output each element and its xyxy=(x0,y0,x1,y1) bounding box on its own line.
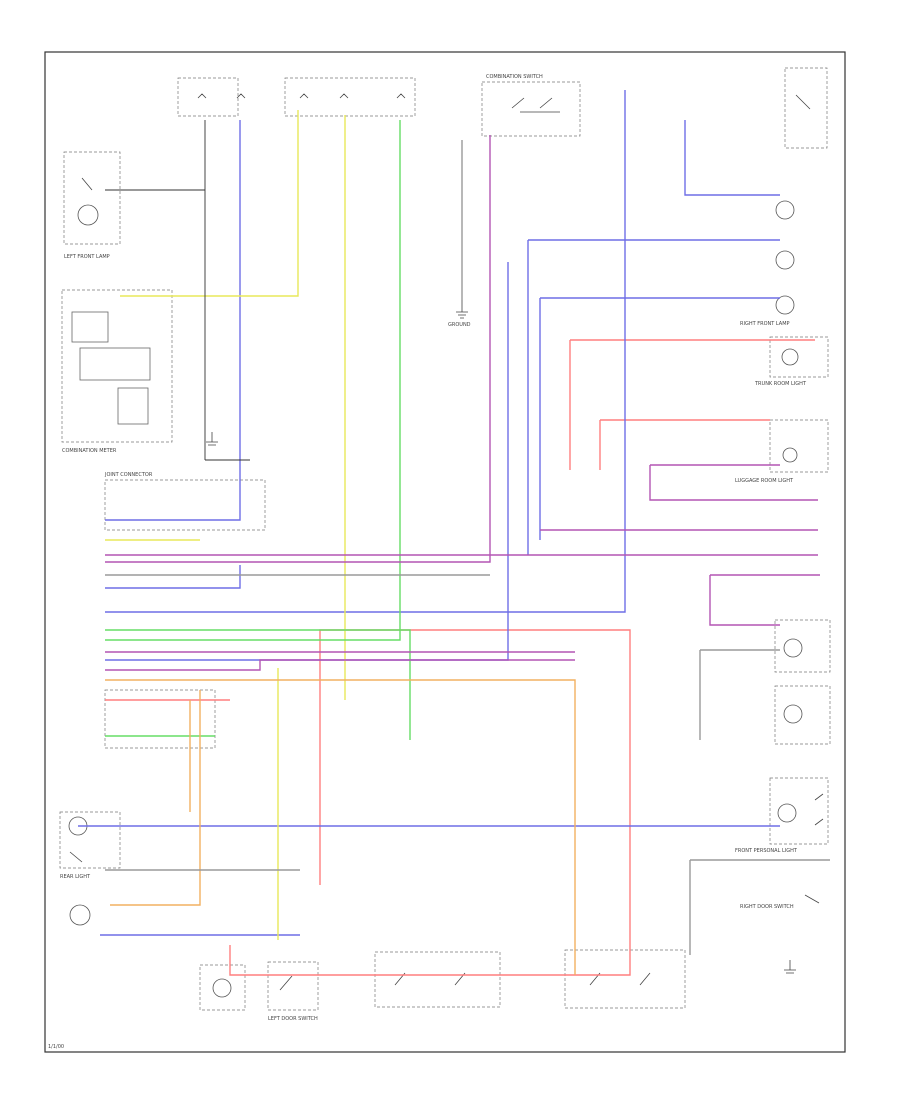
front-personal-light-switches xyxy=(814,793,824,826)
left-front-lamp-bulb xyxy=(77,204,99,226)
wire-yellow-13 xyxy=(120,110,299,297)
wire-red-1 xyxy=(599,419,770,470)
left-front-lamp-switch xyxy=(81,177,93,191)
rear-personal-bulb xyxy=(69,904,91,926)
fuse-group-2 xyxy=(284,77,416,117)
joint-connector-label: JOINT CONNECTOR xyxy=(104,472,153,478)
right-door-lamp xyxy=(783,638,803,658)
front-personal-light-bulb xyxy=(777,803,797,823)
combination-meter-box xyxy=(61,289,173,443)
wire-blue-7 xyxy=(527,239,780,555)
fuse-box-top xyxy=(177,77,416,117)
meter-element-1 xyxy=(71,311,109,343)
wire-violet-22 xyxy=(649,464,818,501)
meter-element-3 xyxy=(117,387,149,425)
trunk-room-light-label: TRUNK ROOM LIGHT xyxy=(754,381,807,387)
trunk-room-light-bulb xyxy=(781,348,799,366)
wire-orange-27 xyxy=(105,679,576,975)
combination-meter: COMBINATION METER xyxy=(61,289,173,454)
right-door-switch-label: RIGHT DOOR SWITCH xyxy=(740,904,794,910)
front-personal-light-label: FRONT PERSONAL LIGHT xyxy=(735,848,798,854)
luggage-room-light-label: LUGGAGE ROOM LIGHT xyxy=(735,478,794,484)
right-front-lamp-label: RIGHT FRONT LAMP xyxy=(740,321,790,327)
joint-connector-upper xyxy=(104,479,266,531)
right-lamp-1 xyxy=(775,200,795,220)
right-lower-switch xyxy=(804,894,820,904)
bottom-sw-2 xyxy=(267,961,319,1011)
wire-red-2 xyxy=(229,629,631,976)
left-front-lamp: LEFT FRONT LAMP xyxy=(63,151,121,260)
combination-meter-label: COMBINATION METER xyxy=(62,448,117,454)
bottom-lamp-1 xyxy=(212,978,232,998)
ground-label: GROUND xyxy=(448,322,471,328)
wire-green-18 xyxy=(105,629,411,740)
rear-light-switch xyxy=(69,851,83,863)
wire-red-0 xyxy=(569,339,815,470)
rear-light-box xyxy=(59,811,121,869)
wire-orange-28 xyxy=(110,690,201,906)
combination-switch-contacts xyxy=(511,97,560,113)
left-front-lamp-box xyxy=(63,151,121,245)
luggage-room-light-box xyxy=(769,419,829,473)
ground-meter xyxy=(206,432,218,446)
wire-blue-6 xyxy=(684,120,780,196)
diagram-frame xyxy=(44,51,846,1053)
combination-switch: COMBINATION SWITCH xyxy=(481,74,581,137)
wire-gray-32 xyxy=(699,649,780,740)
rear-light-label: REAR LIGHT xyxy=(60,874,91,880)
bottom-sw-group xyxy=(374,951,501,1008)
bottom-switches: LEFT DOOR SWITCH xyxy=(199,949,686,1022)
ground-center xyxy=(456,300,468,319)
meter-element-2 xyxy=(79,347,151,381)
luggage-room-light-bulb xyxy=(782,447,798,463)
wire-gray-33 xyxy=(689,859,830,955)
left-door-lamp xyxy=(783,704,803,724)
ground-symbols: GROUND xyxy=(206,300,796,974)
left-door-switch-box xyxy=(774,685,831,745)
wire-green-17 xyxy=(105,120,401,641)
left-door-switch-label: LEFT DOOR SWITCH xyxy=(268,1016,318,1022)
right-top-switch xyxy=(795,94,811,110)
wire-blue-9 xyxy=(539,297,780,540)
diagram-ref-code: 1/1/00 xyxy=(48,1044,64,1050)
wire-blue-12 xyxy=(105,565,241,589)
fuse-symbols xyxy=(197,93,406,99)
wire-violet-25 xyxy=(105,659,575,671)
ground-right xyxy=(784,960,796,974)
fuse-group-1 xyxy=(177,77,239,117)
wire-violet-21 xyxy=(105,135,491,563)
rear-light: REAR LIGHT xyxy=(59,811,121,926)
combination-switch-label: COMBINATION SWITCH xyxy=(486,74,543,80)
trunk-room-light-box xyxy=(769,336,829,378)
wire-layer xyxy=(78,90,830,976)
bottom-switch-2 xyxy=(279,975,293,991)
bottom-sw-1 xyxy=(199,964,246,1011)
joint-connector-lower xyxy=(104,689,216,749)
combination-switch-box xyxy=(481,81,581,137)
front-personal-light-box xyxy=(769,777,829,845)
left-front-lamp-label: LEFT FRONT LAMP xyxy=(64,254,110,260)
wire-blue-5 xyxy=(105,90,626,613)
right-components: RIGHT FRONT LAMP TRUNK ROOM LIGHT LUGGAG… xyxy=(735,67,831,910)
wire-blue-4 xyxy=(105,120,241,521)
right-door-switch-box xyxy=(774,619,831,673)
right-lamp-3 xyxy=(775,295,795,315)
wire-black-35 xyxy=(204,120,250,461)
right-lamp-2 xyxy=(775,250,795,270)
right-top-switch-box xyxy=(784,67,828,149)
wire-violet-24 xyxy=(709,574,820,626)
bottom-sw-right-group xyxy=(564,949,686,1009)
